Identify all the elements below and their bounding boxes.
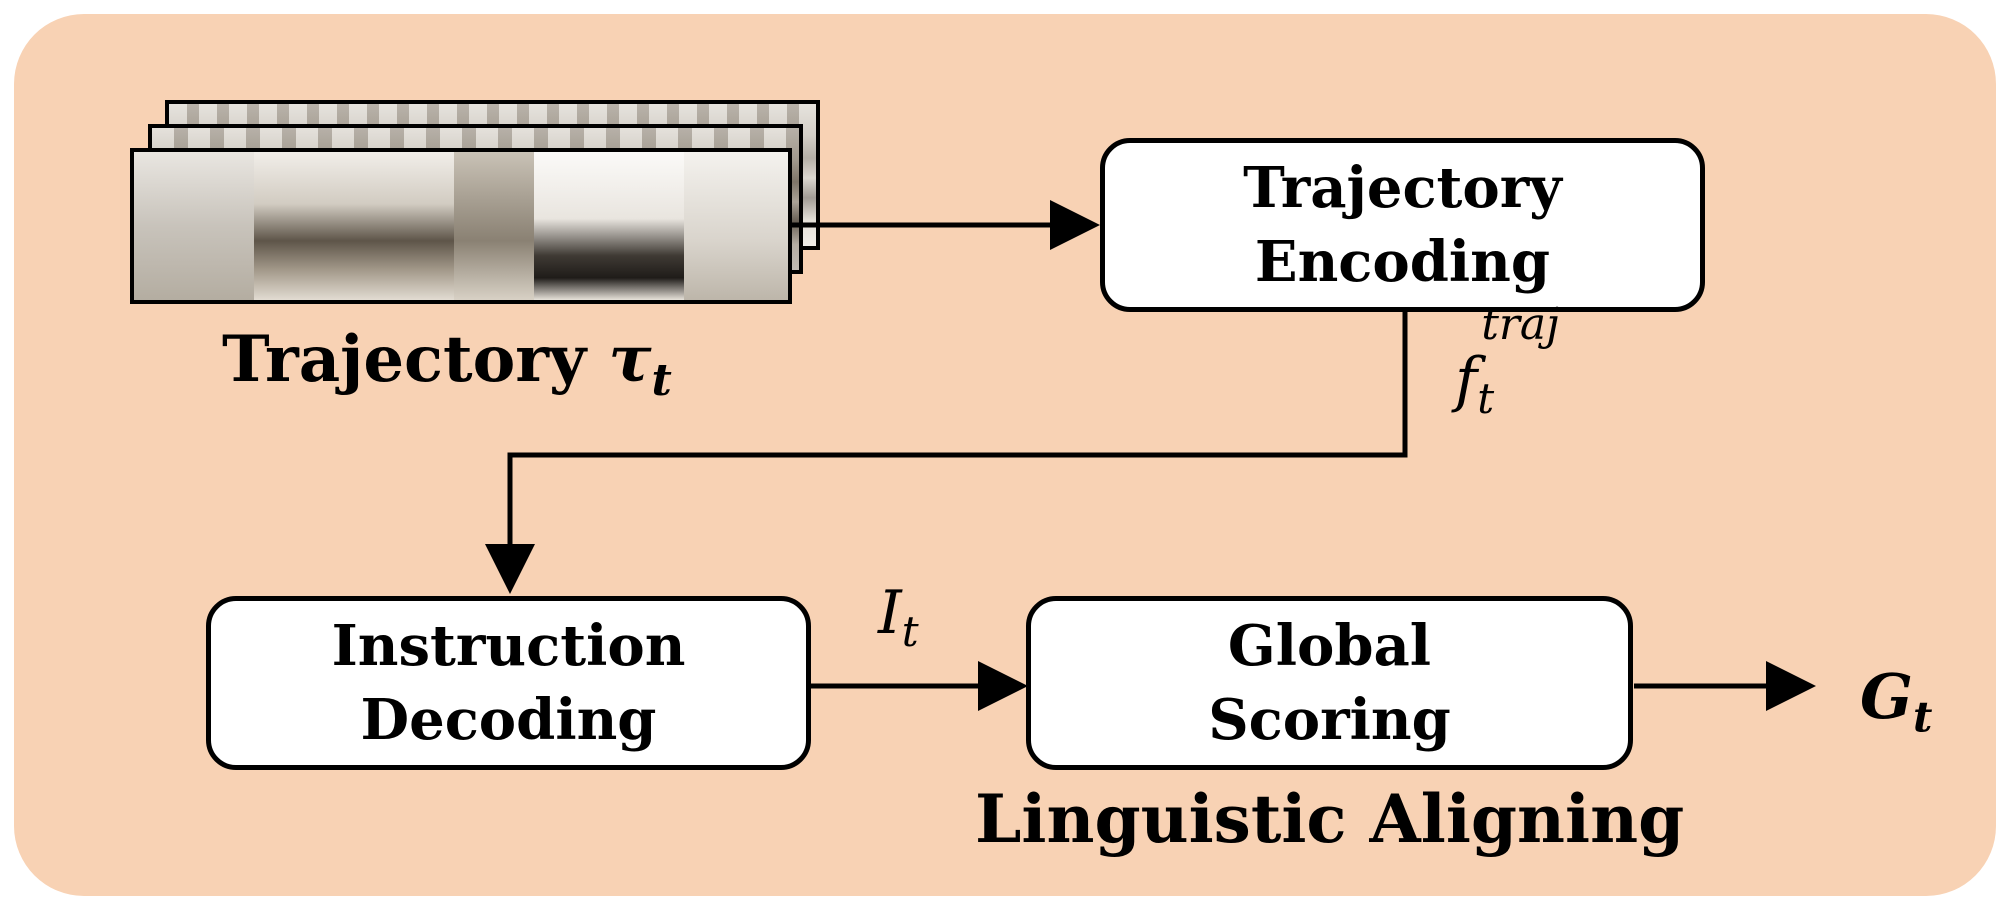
trajectory-encoding-line1: Trajectory [1243, 155, 1562, 221]
arrow-encoding-to-decoding [485, 312, 1408, 594]
global-scoring-block: Global Scoring [1026, 596, 1633, 770]
feature-subscript: t [1477, 374, 1495, 423]
instruction-subscript: t [901, 607, 919, 656]
trajectory-symbol: τ [608, 322, 652, 397]
instruction-decoding-block: Instruction Decoding [206, 596, 811, 770]
instruction-label: It [878, 578, 919, 656]
feature-symbol: f [1455, 345, 1478, 415]
instruction-decoding-line2: Decoding [360, 687, 657, 753]
trajectory-subscript: t [651, 354, 672, 406]
output-symbol: G [1860, 660, 1913, 733]
instruction-decoding-line1: Instruction [331, 613, 686, 679]
trajectory-frame-front [130, 148, 792, 304]
global-scoring-line2: Scoring [1208, 687, 1451, 753]
module-title: Linguistic Aligning [975, 780, 1685, 858]
output-label: Gt [1860, 660, 1932, 741]
trajectory-encoding-block: Trajectory Encoding [1100, 138, 1705, 312]
global-scoring-line1: Global [1227, 613, 1432, 679]
trajectory-label: Trajectory τt [222, 322, 672, 406]
output-subscript: t [1912, 692, 1933, 742]
feature-superscript: traj [1481, 299, 1560, 350]
trajectory-encoding-line2: Encoding [1254, 229, 1551, 295]
trajectory-label-text: Trajectory [222, 322, 587, 397]
instruction-symbol: I [878, 578, 902, 648]
